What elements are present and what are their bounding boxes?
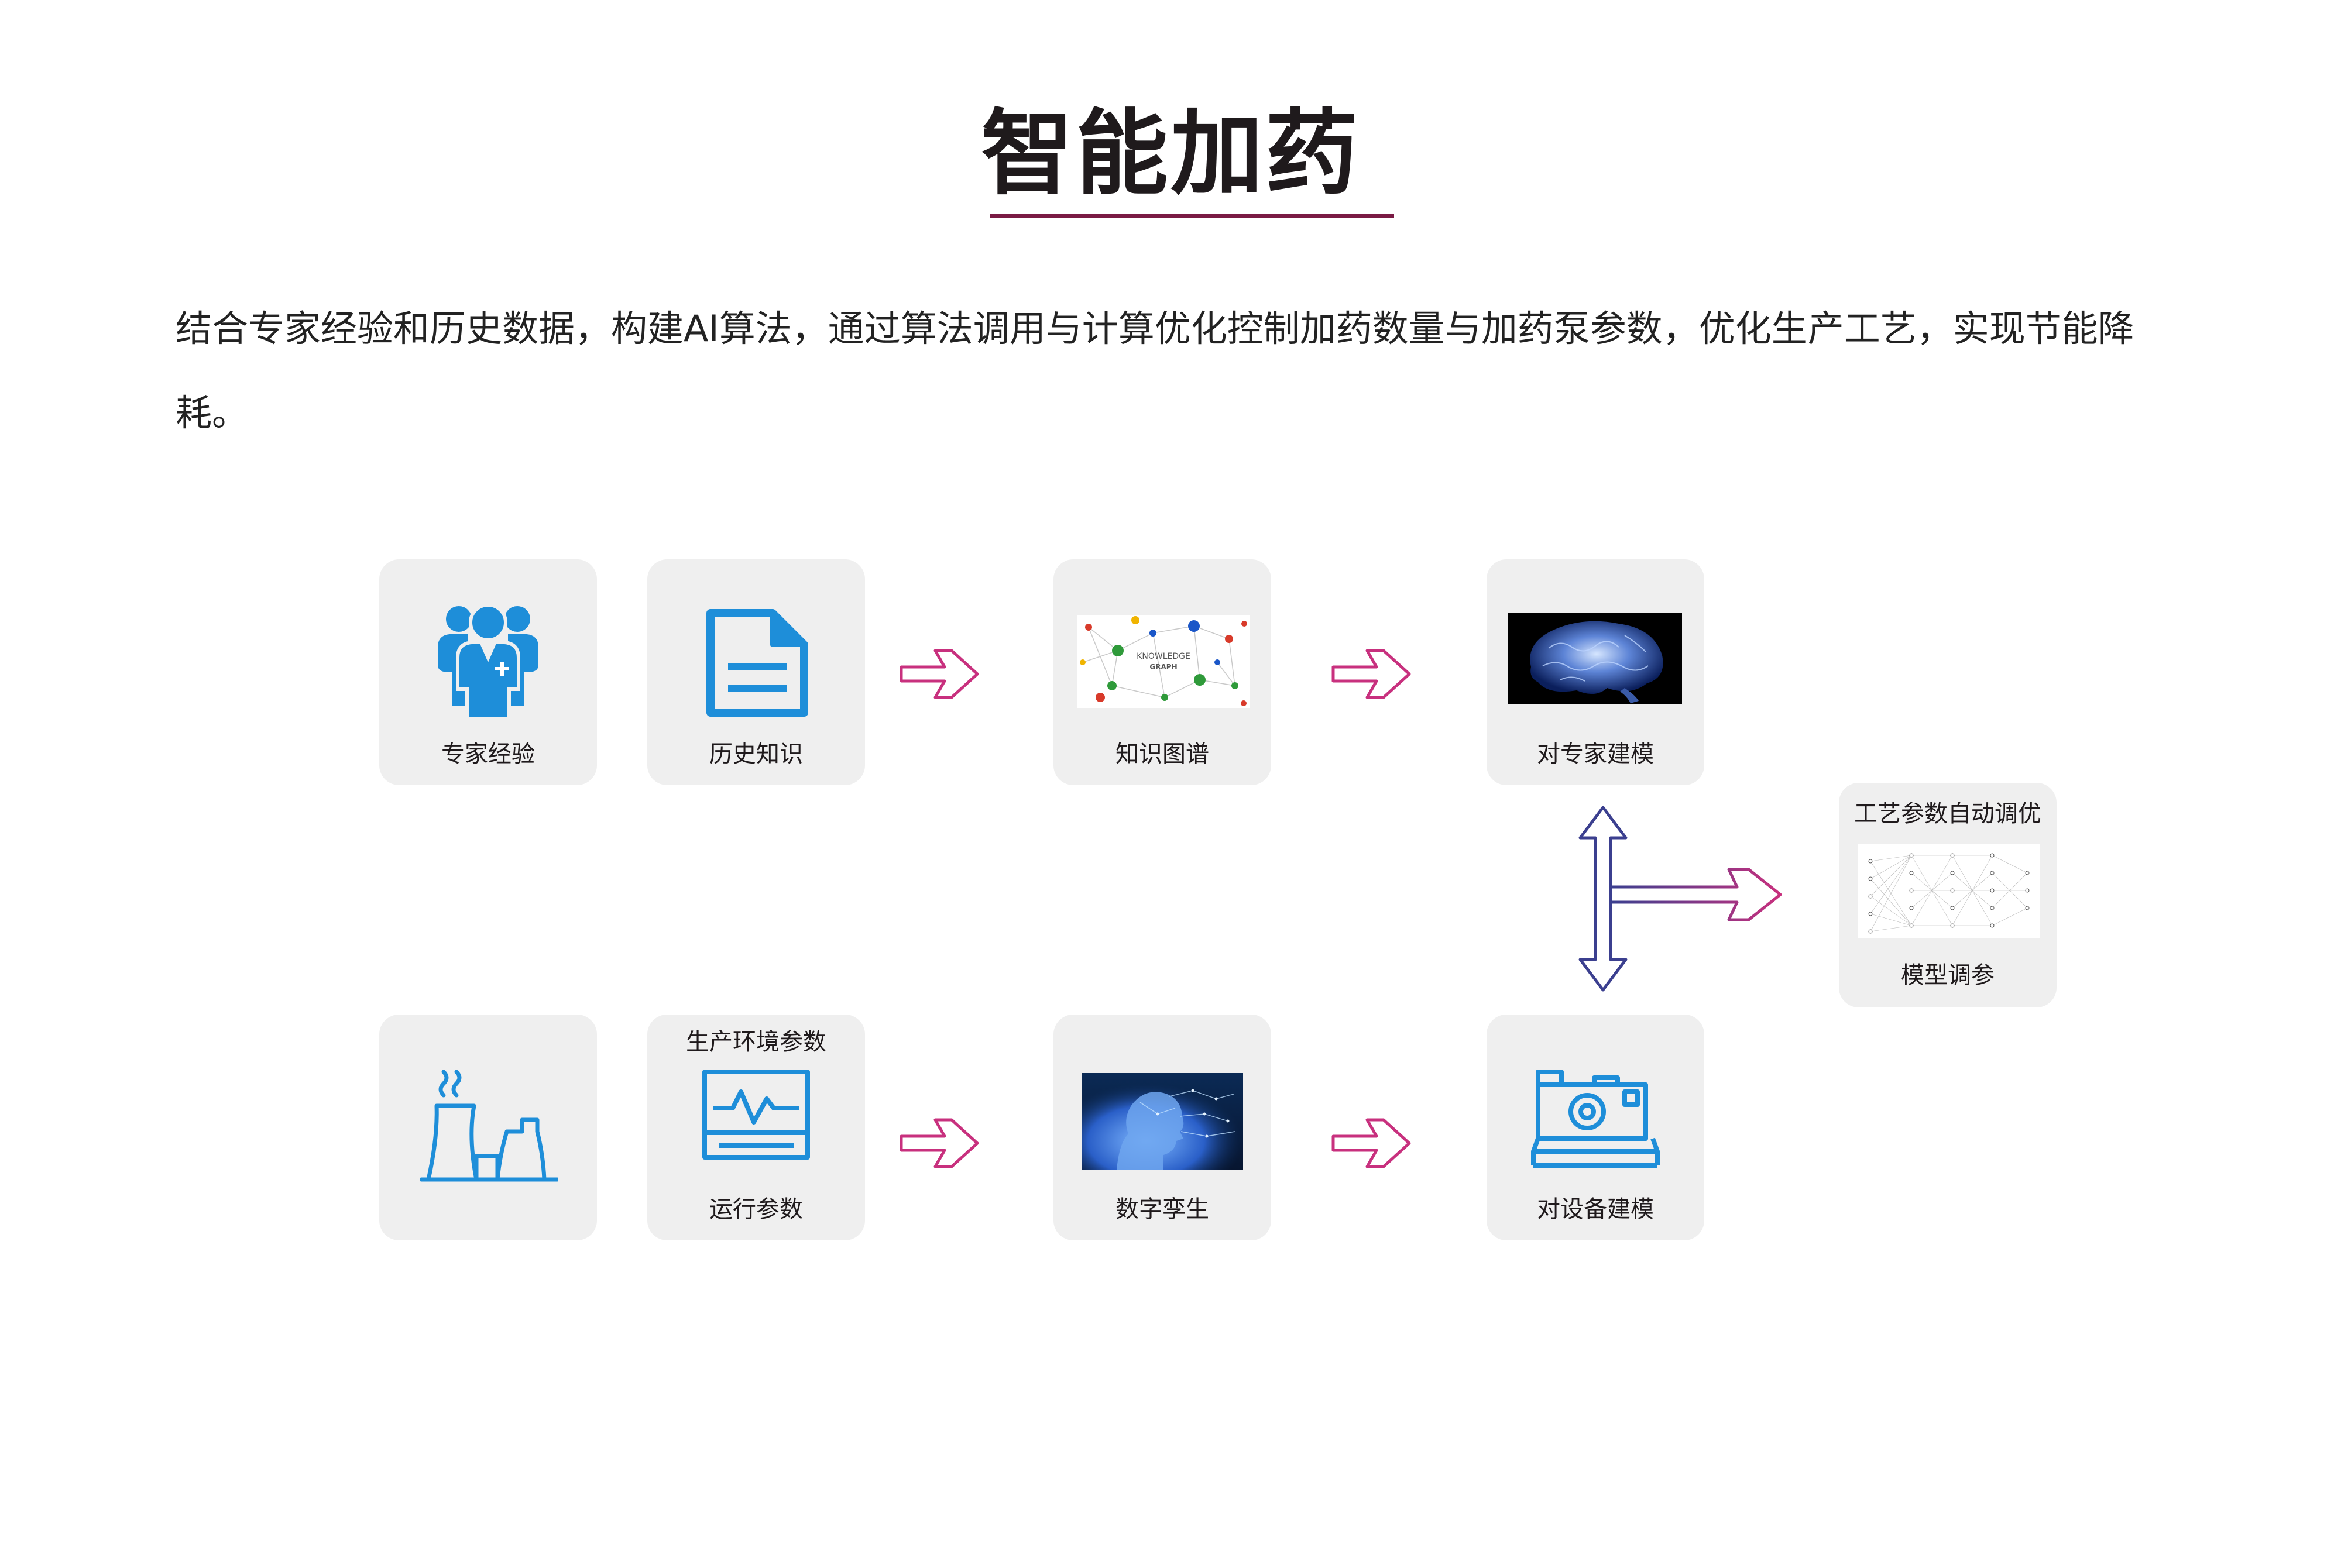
tuning-card: 工艺参数自动调优 模型调参 [1839,783,2057,1007]
arrow-right-icon [900,649,979,699]
intro-text: 结合专家经验和历史数据，构建AI算法，通过算法调用与计算优化控制加药数量与加药泵… [176,307,2134,434]
run-params-label: 运行参数 [709,1196,803,1223]
plant-card [379,1015,597,1240]
tuning-top-label: 工艺参数自动调优 [1854,800,2041,827]
brain-image [1508,613,1682,704]
digital-twin-card: 数字孪生 [1053,1015,1271,1240]
experts-icon [438,603,538,720]
page-title: 智能加药 [981,100,1360,208]
run-params-top-label: 生产环境参数 [686,1029,826,1055]
equipment-icon [1531,1070,1660,1168]
knowledge-graph-card: KNOWLEDGE GRAPH 知识图谱 [1053,559,1271,785]
expert-model-card: 对专家建模 [1487,559,1704,785]
tuning-label: 模型调参 [1901,962,1995,989]
factory-icon [420,1070,558,1182]
title-underline [990,214,1394,218]
expert-experience-label: 专家经验 [441,741,535,768]
digital-head-image [1082,1073,1243,1170]
document-icon [706,609,808,717]
bidirectional-arrow-icon [1578,806,1628,992]
arrow-right-icon [1331,649,1411,699]
knowledge-graph-image: KNOWLEDGE GRAPH [1077,615,1250,708]
equipment-model-label: 对设备建模 [1537,1196,1654,1223]
knowledge-graph-label: 知识图谱 [1115,741,1209,768]
equipment-model-card: 对设备建模 [1487,1015,1704,1240]
arrow-right-icon [900,1118,979,1168]
history-knowledge-card: 历史知识 [647,559,865,785]
knowledge-text: KNOWLEDGE [1137,652,1190,661]
expert-experience-card: 专家经验 [379,559,597,785]
expert-model-label: 对专家建模 [1537,741,1654,768]
digital-twin-label: 数字孪生 [1115,1196,1209,1223]
branch-arrow-icon [1612,868,1782,921]
run-params-card: 生产环境参数 运行参数 [647,1015,865,1240]
monitor-icon [702,1070,810,1160]
graph-text: GRAPH [1149,663,1177,671]
arrow-right-icon [1331,1118,1411,1168]
neural-network-image [1858,844,2040,938]
history-knowledge-label: 历史知识 [709,741,803,768]
